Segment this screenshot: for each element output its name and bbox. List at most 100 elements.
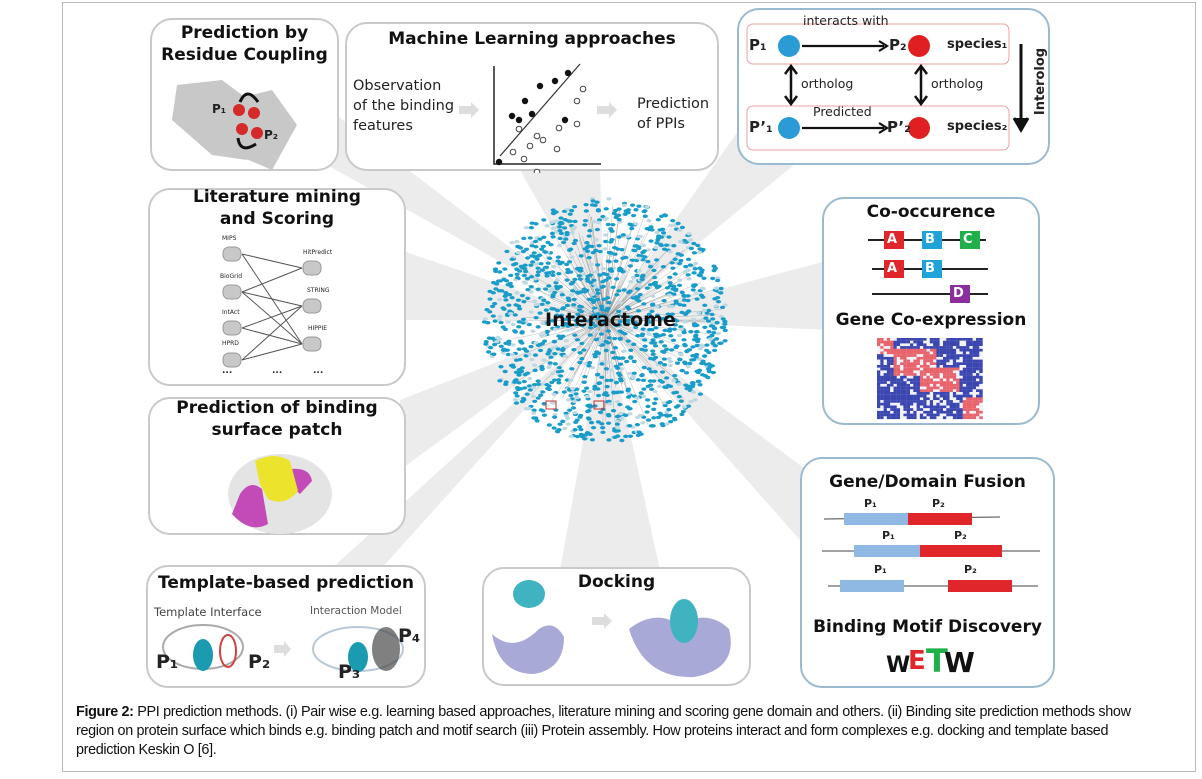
network-node bbox=[532, 299, 538, 303]
network-node bbox=[496, 337, 503, 341]
network-node bbox=[689, 358, 695, 362]
template-interface-label: Template Interface bbox=[154, 605, 262, 619]
network-node bbox=[708, 324, 714, 328]
network-node bbox=[647, 264, 654, 269]
network-node bbox=[653, 355, 659, 360]
network-node bbox=[622, 314, 629, 318]
gene-label: A bbox=[887, 232, 898, 247]
network-node bbox=[540, 268, 546, 272]
network-node bbox=[701, 276, 707, 281]
network-node bbox=[537, 311, 543, 315]
network-node bbox=[581, 287, 587, 291]
network-node bbox=[645, 259, 651, 264]
network-node bbox=[490, 314, 496, 318]
positive-point bbox=[495, 158, 503, 166]
network-node bbox=[595, 372, 601, 377]
network-node bbox=[598, 332, 605, 336]
network-node bbox=[560, 419, 566, 424]
network-node bbox=[572, 428, 578, 432]
structure-images bbox=[162, 624, 404, 672]
network-node bbox=[676, 395, 682, 399]
network-node bbox=[574, 266, 581, 271]
network-node bbox=[602, 303, 609, 308]
network-node bbox=[639, 277, 645, 282]
network-node bbox=[628, 315, 635, 319]
network-node bbox=[592, 354, 598, 359]
network-node bbox=[650, 303, 656, 307]
network-node bbox=[556, 366, 562, 370]
network-node bbox=[630, 374, 636, 378]
network-node bbox=[569, 367, 575, 371]
panel-title: Docking bbox=[577, 572, 656, 592]
network-node bbox=[526, 384, 533, 388]
panel-docking: Docking bbox=[482, 567, 751, 686]
network-node bbox=[550, 208, 556, 212]
network-node bbox=[640, 243, 647, 247]
network-node bbox=[648, 225, 654, 229]
edge-label: Predicted bbox=[813, 104, 872, 119]
network-node bbox=[600, 316, 606, 320]
network-node bbox=[545, 261, 551, 265]
network-node bbox=[546, 384, 552, 388]
network-node bbox=[503, 298, 509, 302]
network-node bbox=[546, 387, 553, 392]
network-node bbox=[597, 273, 603, 277]
panel-title: Prediction by bbox=[180, 23, 309, 43]
network-node bbox=[517, 307, 523, 311]
network-node bbox=[541, 402, 547, 406]
network-node bbox=[519, 331, 525, 335]
network-node bbox=[633, 244, 639, 248]
ray bbox=[560, 320, 660, 570]
network-node bbox=[523, 407, 530, 411]
network-node bbox=[531, 363, 538, 367]
network-node bbox=[528, 285, 534, 289]
network-node bbox=[531, 411, 537, 415]
network-node bbox=[702, 374, 709, 378]
species1-label: species₁ bbox=[947, 37, 1008, 52]
interolog-arrow-icon bbox=[1012, 44, 1030, 133]
network-node bbox=[545, 301, 551, 305]
network-node bbox=[693, 330, 700, 334]
network-node bbox=[597, 338, 603, 342]
network-node bbox=[578, 427, 584, 432]
network-node bbox=[521, 236, 527, 241]
network-node bbox=[694, 343, 700, 348]
gene-a-box bbox=[884, 260, 904, 278]
network-node bbox=[551, 307, 557, 311]
network-node bbox=[677, 357, 683, 362]
network-node bbox=[702, 303, 708, 308]
negative-point bbox=[533, 132, 541, 140]
network-node bbox=[642, 214, 648, 218]
network-node bbox=[586, 364, 592, 368]
caption-label: Figure 2: bbox=[76, 704, 134, 720]
network-node bbox=[541, 413, 548, 417]
network-node bbox=[512, 397, 518, 402]
network-node bbox=[512, 313, 518, 317]
network-node bbox=[528, 310, 534, 314]
network-node bbox=[696, 250, 703, 255]
network-node bbox=[635, 378, 641, 382]
network-node bbox=[667, 359, 674, 364]
network-node bbox=[596, 381, 602, 386]
network-node bbox=[579, 341, 585, 346]
network-node bbox=[545, 321, 551, 326]
network-node bbox=[636, 246, 642, 251]
network-node bbox=[544, 224, 550, 228]
network-node bbox=[692, 398, 698, 402]
network-node bbox=[612, 346, 618, 350]
network-node bbox=[649, 228, 655, 232]
network-node bbox=[706, 350, 712, 355]
panel-title: Residue Coupling bbox=[161, 45, 328, 65]
gene-label: B bbox=[925, 261, 935, 276]
network-node bbox=[512, 380, 518, 384]
network-node bbox=[667, 327, 673, 331]
network-node bbox=[564, 278, 570, 282]
network-node bbox=[538, 393, 544, 397]
network-node bbox=[581, 348, 587, 352]
network-node bbox=[696, 357, 702, 361]
network-node bbox=[712, 297, 718, 301]
network-node bbox=[663, 347, 670, 352]
link-arrow bbox=[241, 291, 303, 345]
interaction-model-label: Interaction Model bbox=[310, 605, 402, 617]
